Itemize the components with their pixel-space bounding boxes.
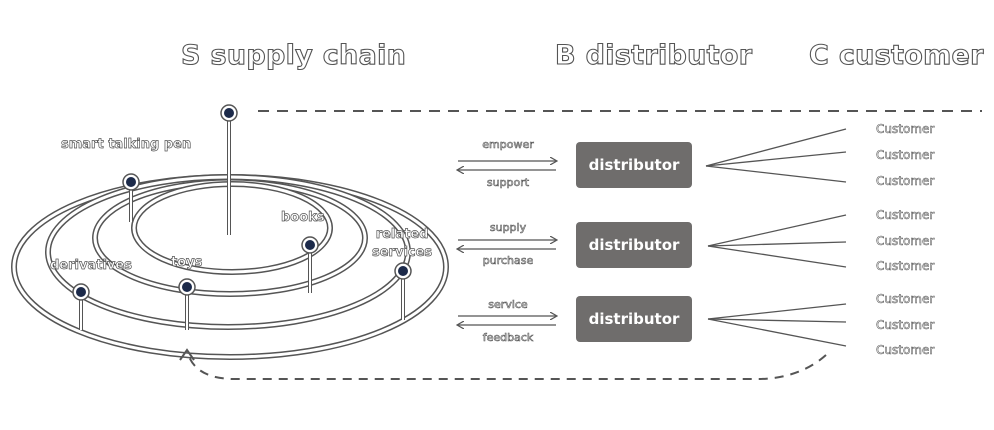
node-smart-talking-pen: [122, 173, 140, 191]
relation-label-feedback: feedback: [482, 331, 534, 345]
label-derivatives: derivatives: [50, 258, 133, 274]
customer-fan-lines: [705, 128, 847, 347]
customer-2-1: Customer: [876, 208, 935, 223]
relation-label-support: support: [486, 176, 530, 190]
relation-label-supply: supply: [489, 221, 527, 235]
distributor-box-3: distributor: [576, 296, 692, 342]
relation-label-empower: empower: [482, 138, 534, 152]
customer-1-1: Customer: [876, 122, 935, 137]
customer-2-2: Customer: [876, 234, 935, 249]
customer-1-3: Customer: [876, 174, 935, 189]
node-toys: [178, 278, 196, 296]
feedback-loop-dashed: [187, 353, 827, 380]
header-customer: C customer: [808, 39, 984, 71]
node-derivatives: [72, 283, 90, 301]
node-top: [220, 104, 238, 122]
customer-1-2: Customer: [876, 148, 935, 163]
node-related-services: [394, 262, 412, 280]
header-supply-chain: S supply chain: [180, 39, 407, 71]
header-distributor: B distributor: [554, 39, 753, 71]
distributor-box-2: distributor: [576, 222, 692, 268]
label-toys: toys: [171, 255, 203, 271]
label-services: services: [372, 245, 433, 261]
supply-nodes: [72, 104, 412, 301]
customer-3-2: Customer: [876, 318, 935, 333]
customer-3-3: Customer: [876, 343, 935, 358]
node-stems: [79, 115, 405, 330]
relation-label-purchase: purchase: [482, 254, 534, 268]
relation-arrows: [458, 161, 556, 325]
node-books: [301, 236, 319, 254]
relation-label-service: service: [488, 298, 528, 312]
distributor-box-1: distributor: [576, 142, 692, 188]
customer-2-3: Customer: [876, 259, 935, 274]
feedback-loop-arrowhead: [179, 348, 195, 361]
label-related: related: [375, 227, 429, 243]
label-related-services: related services: [372, 226, 433, 262]
customer-3-1: Customer: [876, 292, 935, 307]
label-books: books: [281, 210, 325, 226]
label-smart-talking-pen: smart talking pen: [61, 137, 192, 153]
